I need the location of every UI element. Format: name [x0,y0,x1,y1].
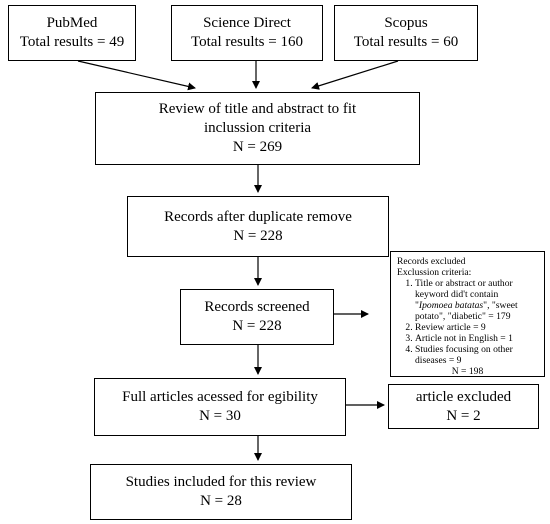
duplicates-label: Records after duplicate remove [164,208,352,225]
duplicates-box: Records after duplicate remove N = 228 [127,196,389,257]
source-name: Scopus [384,15,428,31]
duplicates-n: N = 228 [233,227,283,244]
article-excluded-box: article excluded N = 2 [388,384,539,429]
source-scopus: Scopus Total results = 60 [334,5,478,61]
screened-box: Records screened N = 228 [180,289,334,345]
full-articles-label: Full articles acessed for egibility [122,389,318,405]
criterion-item: Review article = 9 [415,322,538,333]
full-articles-n: N = 30 [199,408,241,424]
arrow-scopus-to-review [311,60,399,90]
review-line1: Review of title and abstract to fit [158,101,357,117]
excluded-title: Records excluded [397,256,466,267]
full-articles-box: Full articles acessed for egibility N = … [94,378,346,436]
excluded-subtitle: Exclussion criteria: [397,267,472,278]
screened-n: N = 228 [232,318,282,334]
review-box: Review of title and abstract to fit incl… [95,92,420,165]
criterion-item: Studies focusing on other diseases = 9 [415,344,538,366]
criterion-item: Title or abstract or author keyword did'… [415,278,538,322]
screened-label: Records screened [204,299,310,315]
included-box: Studies included for this review N = 28 [90,464,352,520]
source-pubmed: PubMed Total results = 49 [8,5,136,61]
review-n: N = 269 [232,139,283,155]
source-name: PubMed [46,15,98,31]
source-total: Total results = 160 [191,34,303,50]
article-excluded-n: N = 2 [446,407,481,424]
included-n: N = 28 [200,493,242,509]
source-science-direct: Science Direct Total results = 160 [171,5,323,61]
included-label: Studies included for this review [125,474,317,490]
arrow-pubmed-to-review [77,60,196,91]
criterion-item: Article not in English = 1 [415,333,538,344]
review-line2: inclussion criteria [203,120,312,136]
source-total: Total results = 60 [353,34,459,50]
exclusion-criteria-list: Title or abstract or author keyword did'… [397,278,538,366]
source-name: Science Direct [203,15,291,31]
article-excluded-label: article excluded [415,388,512,405]
excluded-n: N = 198 [451,366,484,377]
source-total: Total results = 49 [19,34,125,50]
records-excluded-box: Records excluded Exclussion criteria: Ti… [390,251,545,377]
